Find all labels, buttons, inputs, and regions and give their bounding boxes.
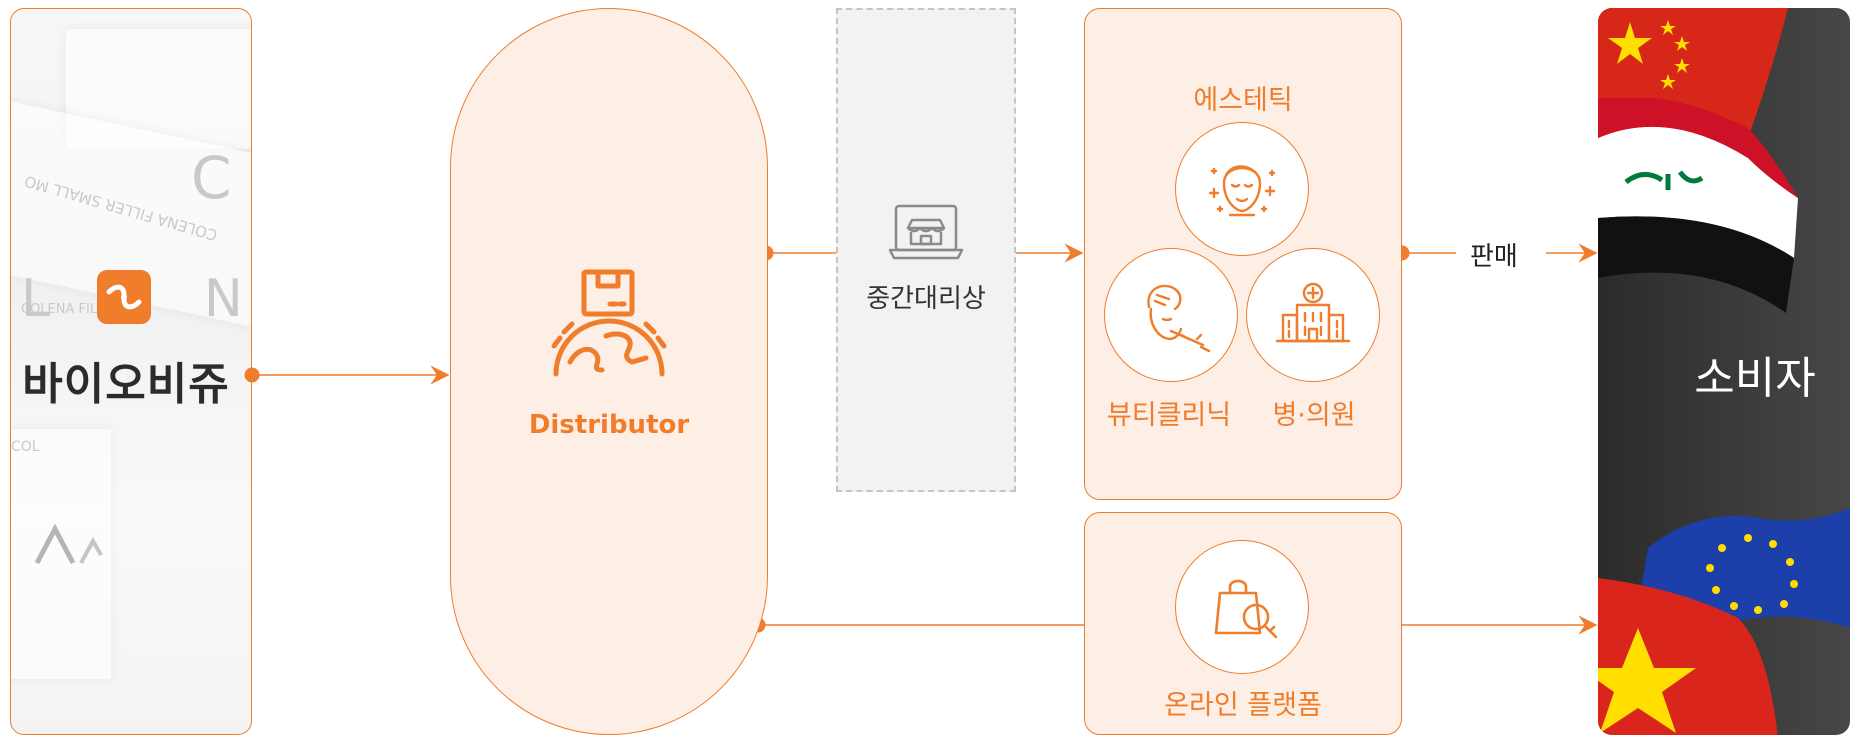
background-text: COL: [11, 439, 40, 455]
beauty-clinic-circle: [1104, 248, 1238, 382]
online-platform-circle: [1175, 540, 1309, 674]
online-platform-label: 온라인 플랫폼: [1164, 690, 1322, 721]
eu-flag-image: [1638, 508, 1850, 628]
company-name: 바이오비쥬: [22, 359, 230, 410]
consumer-panel: [1598, 8, 1850, 735]
background-box: [11, 429, 111, 679]
hospital-label: 병·의원: [1272, 400, 1356, 431]
background-logo-mark: [34, 523, 103, 565]
hospital-icon: [1275, 282, 1351, 343]
background-text: C: [191, 144, 232, 212]
global-distribution-icon: [551, 269, 667, 377]
biobiju-logo-icon: [97, 270, 151, 324]
iraq-flag-image: [1598, 98, 1798, 313]
intermediary-label: 중간대리상: [866, 284, 986, 314]
aesthetic-circle: [1175, 122, 1309, 256]
hospital-circle: [1246, 248, 1380, 382]
beauty-clinic-label: 뷰티클리닉: [1106, 400, 1232, 431]
connector-dot: [244, 367, 260, 383]
consumer-label: 소비자: [1694, 353, 1816, 404]
shopping-bag-search-icon: [1214, 579, 1278, 639]
company-panel: C COLENA FILLER SMALL MO L E N A COLENA …: [10, 8, 252, 735]
online-store-laptop-icon: [888, 204, 964, 260]
beauty-clinic-icon: [1147, 284, 1211, 353]
distributor-node: [450, 8, 768, 735]
aesthetic-face-icon: [1208, 165, 1276, 217]
vietnam-flag-image: [1598, 578, 1778, 735]
aesthetic-label: 에스테틱: [1193, 85, 1293, 116]
background-text: COLENA FIL: [21, 302, 98, 317]
distributor-label: Distributor: [528, 410, 690, 440]
sales-label: 판매: [1470, 242, 1518, 272]
